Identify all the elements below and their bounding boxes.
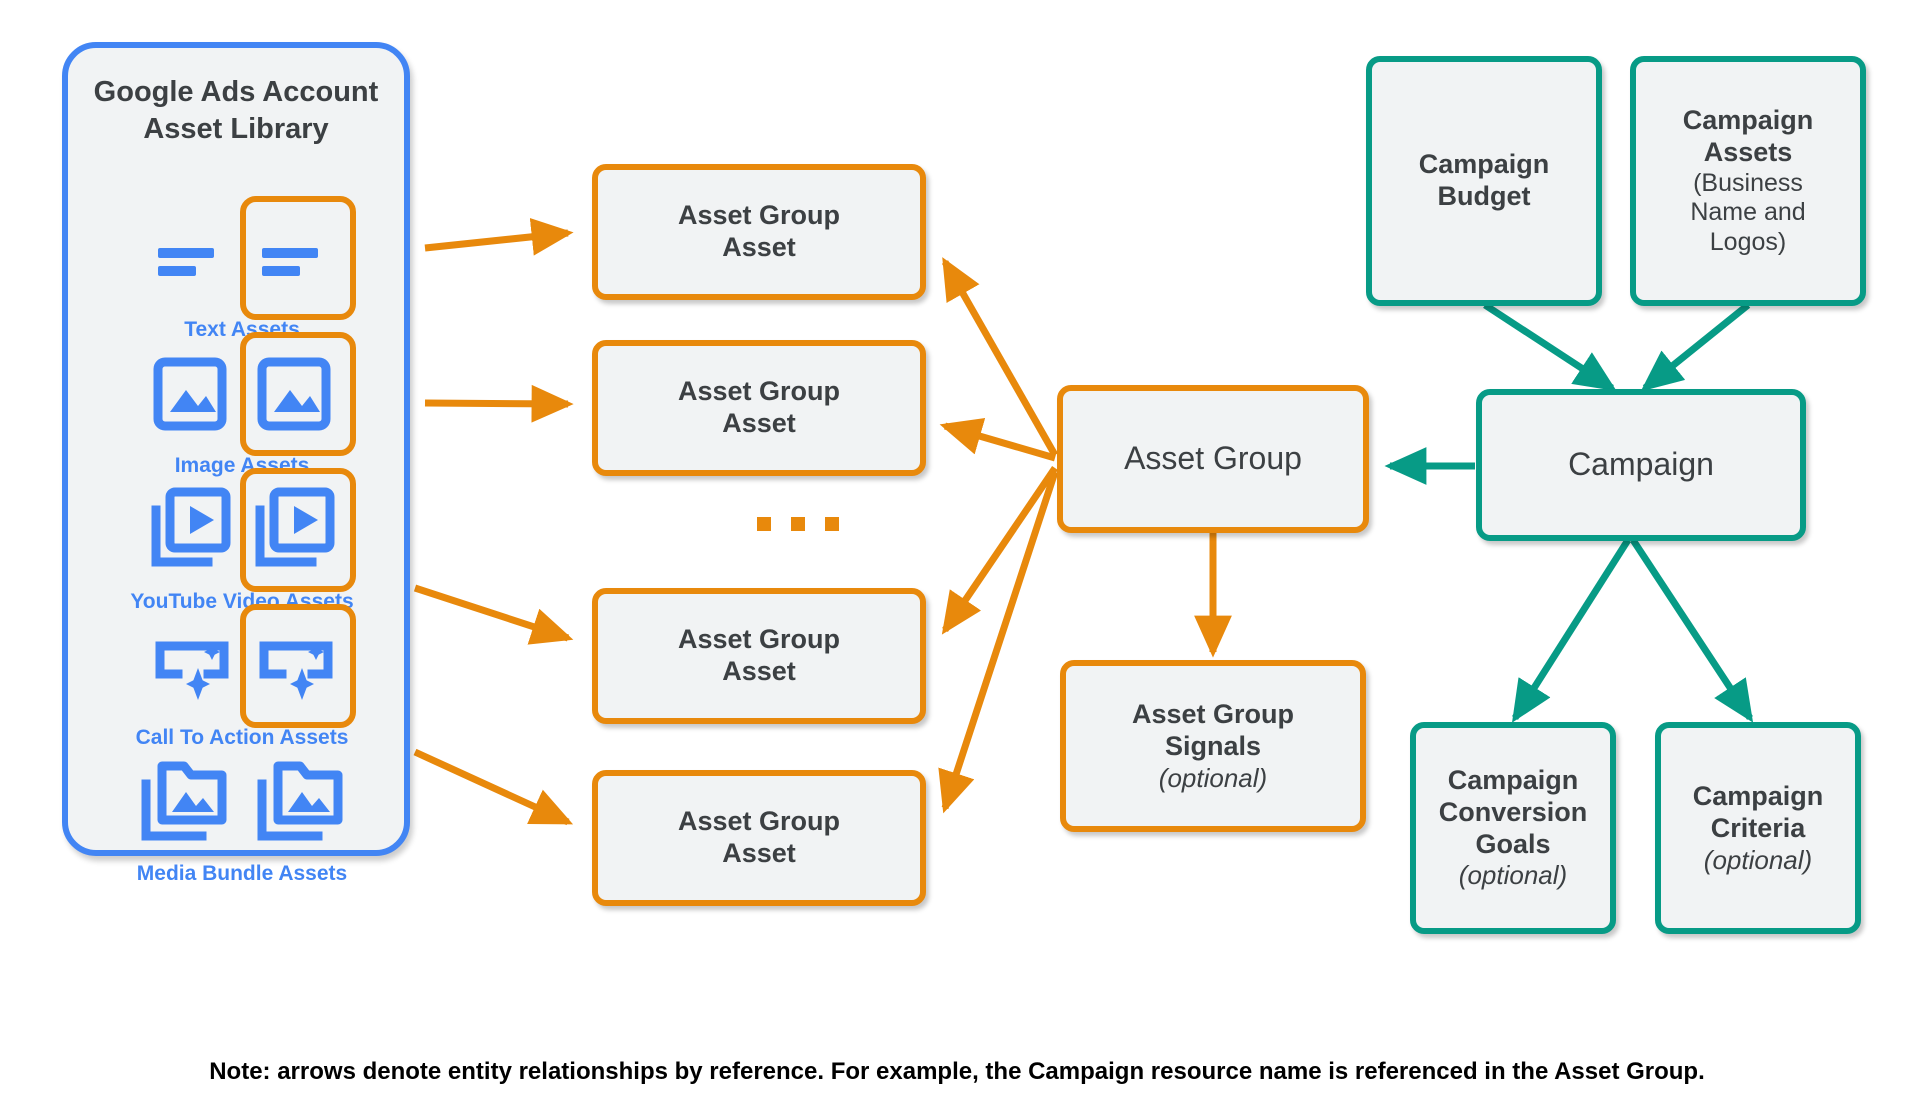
edge-campaign-to-criteria bbox=[1630, 538, 1754, 723]
aga4-line1: Asset Group bbox=[677, 806, 841, 837]
asset-row-image[interactable]: Image Assets bbox=[68, 332, 416, 478]
edge-video-to-aga3 bbox=[413, 584, 574, 645]
campaign-label: Campaign bbox=[1568, 446, 1714, 483]
youtube-video-asset-icon bbox=[146, 482, 242, 578]
media-bundle-asset-icon-2 bbox=[254, 754, 350, 850]
image-asset-icon-selected bbox=[250, 346, 346, 442]
youtube-video-asset-highlight-box bbox=[240, 468, 356, 592]
asset-group-asset-box-2[interactable]: Asset Group Asset bbox=[592, 340, 926, 476]
campaign-box[interactable]: Campaign bbox=[1476, 389, 1806, 541]
aga1-line1: Asset Group bbox=[677, 200, 841, 231]
goals-optional: (optional) bbox=[1458, 860, 1568, 891]
goals-line3: Goals bbox=[1475, 828, 1551, 859]
campaign-criteria-box[interactable]: Campaign Criteria (optional) bbox=[1655, 722, 1861, 934]
media-bundle-asset-icon bbox=[138, 754, 234, 850]
edge-ag-to-aga3 bbox=[941, 466, 1058, 635]
goals-line1: Campaign bbox=[1447, 764, 1579, 795]
image-asset-highlight-box bbox=[240, 332, 356, 456]
criteria-line1: Campaign bbox=[1692, 780, 1824, 811]
edge-ag-to-aga1 bbox=[941, 257, 1059, 457]
edge-cta-to-aga4 bbox=[413, 748, 574, 826]
asset-row-call-to-action[interactable]: Call To Action Assets bbox=[68, 604, 416, 750]
library-title-line2: Asset Library bbox=[143, 113, 329, 146]
asset-group-asset-box-4[interactable]: Asset Group Asset bbox=[592, 770, 926, 906]
campaign-assets-box[interactable]: Campaign Assets (Business Name and Logos… bbox=[1630, 56, 1866, 306]
aga3-line2: Asset bbox=[722, 656, 796, 686]
call-to-action-asset-highlight-box bbox=[240, 604, 356, 728]
edge-ag-to-aga2 bbox=[939, 418, 1056, 462]
asset-library-title: Google Ads Account Asset Library bbox=[68, 74, 404, 148]
edge-text-to-aga1 bbox=[424, 218, 574, 256]
ellipsis-indicator bbox=[757, 517, 839, 531]
asset-group-asset-box-3[interactable]: Asset Group Asset bbox=[592, 588, 926, 724]
campaign-budget-box[interactable]: Campaign Budget bbox=[1366, 56, 1602, 306]
asset-label-call-to-action: Call To Action Assets bbox=[135, 726, 349, 749]
ellipsis-dot-2 bbox=[791, 517, 805, 531]
aga2-line1: Asset Group bbox=[677, 376, 841, 407]
aga4-line2: Asset bbox=[722, 838, 796, 868]
call-to-action-asset-icon-selected bbox=[250, 618, 346, 714]
ellipsis-dot-1 bbox=[757, 517, 771, 531]
campaign-assets-line2: Assets bbox=[1703, 136, 1793, 167]
campaign-assets-line1: Campaign bbox=[1682, 104, 1814, 135]
footer-note: Note: arrows denote entity relationships… bbox=[209, 1058, 1705, 1085]
goals-line2: Conversion bbox=[1438, 796, 1588, 827]
campaign-conversion-goals-box[interactable]: Campaign Conversion Goals (optional) bbox=[1410, 722, 1616, 934]
campaign-assets-sub3: Logos) bbox=[1709, 227, 1787, 256]
edge-budget-to-campaign bbox=[1483, 302, 1617, 392]
criteria-line2: Criteria bbox=[1710, 812, 1806, 843]
asset-row-text[interactable]: Text Assets bbox=[68, 196, 416, 342]
edge-ag-to-aga4 bbox=[938, 470, 1059, 814]
signals-line2: Signals bbox=[1164, 730, 1262, 761]
asset-group-label: Asset Group bbox=[1124, 440, 1302, 477]
asset-library-panel: Google Ads Account Asset Library Text As… bbox=[62, 42, 410, 885]
youtube-video-asset-icon-selected bbox=[250, 482, 346, 578]
asset-row-media-bundle[interactable]: Media Bundle Assets bbox=[68, 754, 416, 886]
campaign-assets-sub2: Name and bbox=[1690, 198, 1806, 227]
budget-line2: Budget bbox=[1437, 181, 1531, 211]
library-title-line1: Google Ads Account bbox=[93, 76, 379, 108]
asset-group-box[interactable]: Asset Group bbox=[1057, 385, 1369, 533]
budget-line1: Campaign bbox=[1418, 149, 1550, 180]
text-asset-icon-selected bbox=[250, 210, 346, 306]
call-to-action-asset-icon bbox=[146, 618, 242, 714]
asset-group-signals-box[interactable]: Asset Group Signals (optional) bbox=[1060, 660, 1366, 832]
aga2-line2: Asset bbox=[722, 408, 796, 438]
asset-row-youtube-video[interactable]: YouTube Video Assets bbox=[68, 468, 416, 614]
aga1-line2: Asset bbox=[722, 232, 796, 262]
text-asset-icon bbox=[146, 210, 242, 306]
signals-line1: Asset Group bbox=[1131, 698, 1295, 729]
signals-optional: (optional) bbox=[1158, 762, 1268, 793]
ellipsis-dot-3 bbox=[825, 517, 839, 531]
aga3-line1: Asset Group bbox=[677, 624, 841, 655]
text-asset-highlight-box bbox=[240, 196, 356, 320]
campaign-assets-sub1: (Business bbox=[1693, 168, 1803, 197]
criteria-optional: (optional) bbox=[1703, 844, 1813, 875]
image-asset-icon bbox=[146, 346, 242, 442]
edge-image-to-aga2 bbox=[424, 384, 574, 423]
edge-campaign-to-goals bbox=[1511, 538, 1631, 723]
edge-campaignassets-to-campaign bbox=[1640, 302, 1751, 392]
asset-label-media-bundle: Media Bundle Assets bbox=[136, 862, 348, 885]
asset-group-asset-box-1[interactable]: Asset Group Asset bbox=[592, 164, 926, 300]
